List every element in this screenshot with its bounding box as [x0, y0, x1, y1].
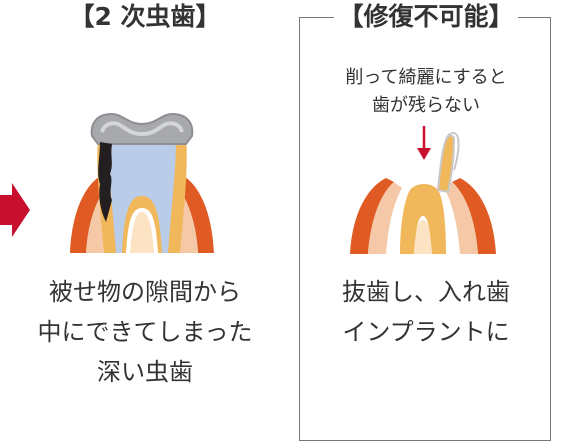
- unrestorable-title: 【修復不可能】: [290, 2, 562, 32]
- caption-line: 被せ物の隙間から: [49, 278, 241, 306]
- note-line: 削って綺麗にすると: [345, 67, 507, 88]
- down-arrow-icon: [417, 126, 431, 160]
- gum-left: [70, 172, 116, 253]
- note-line: 歯が残らない: [372, 95, 480, 116]
- unrestorable-panel: 【修復不可能】 削って綺麗にすると 歯が残らない 抜歯し、入れ歯 インプラントに: [290, 0, 562, 444]
- caption-line: 抜歯し、入れ歯: [342, 278, 510, 306]
- unrestorable-caption: 抜歯し、入れ歯 インプラントに: [290, 272, 562, 352]
- decay: [98, 142, 112, 222]
- unrestorable-note: 削って綺麗にすると 歯が残らない: [290, 64, 562, 120]
- remaining-root-illustration: [350, 132, 496, 254]
- tooth-root: [400, 184, 446, 254]
- secondary-caries-title: 【2 次虫歯】: [69, 2, 221, 31]
- gum-left: [350, 178, 394, 254]
- broken-root-tip: [436, 134, 456, 194]
- unrestorable-title-text: 【修復不可能】: [334, 2, 518, 31]
- tooth-pulp: [108, 140, 176, 253]
- secondary-caries-caption: 被せ物の隙間から 中にできてしまった 深い虫歯: [0, 272, 290, 392]
- secondary-caries-panel: 【2 次虫歯】 被せ物の隙間から 中にできてしまった 深い虫歯: [0, 2, 290, 392]
- metal-crown: [90, 112, 194, 145]
- caption-line: 中にできてしまった: [37, 318, 253, 346]
- decayed-crowned-tooth-illustration: [70, 112, 214, 253]
- gum-right: [168, 172, 214, 253]
- gum-right: [452, 178, 496, 254]
- transition-arrow-icon: [0, 183, 30, 237]
- caption-line: インプラントに: [342, 318, 510, 346]
- caption-line: 深い虫歯: [97, 358, 193, 386]
